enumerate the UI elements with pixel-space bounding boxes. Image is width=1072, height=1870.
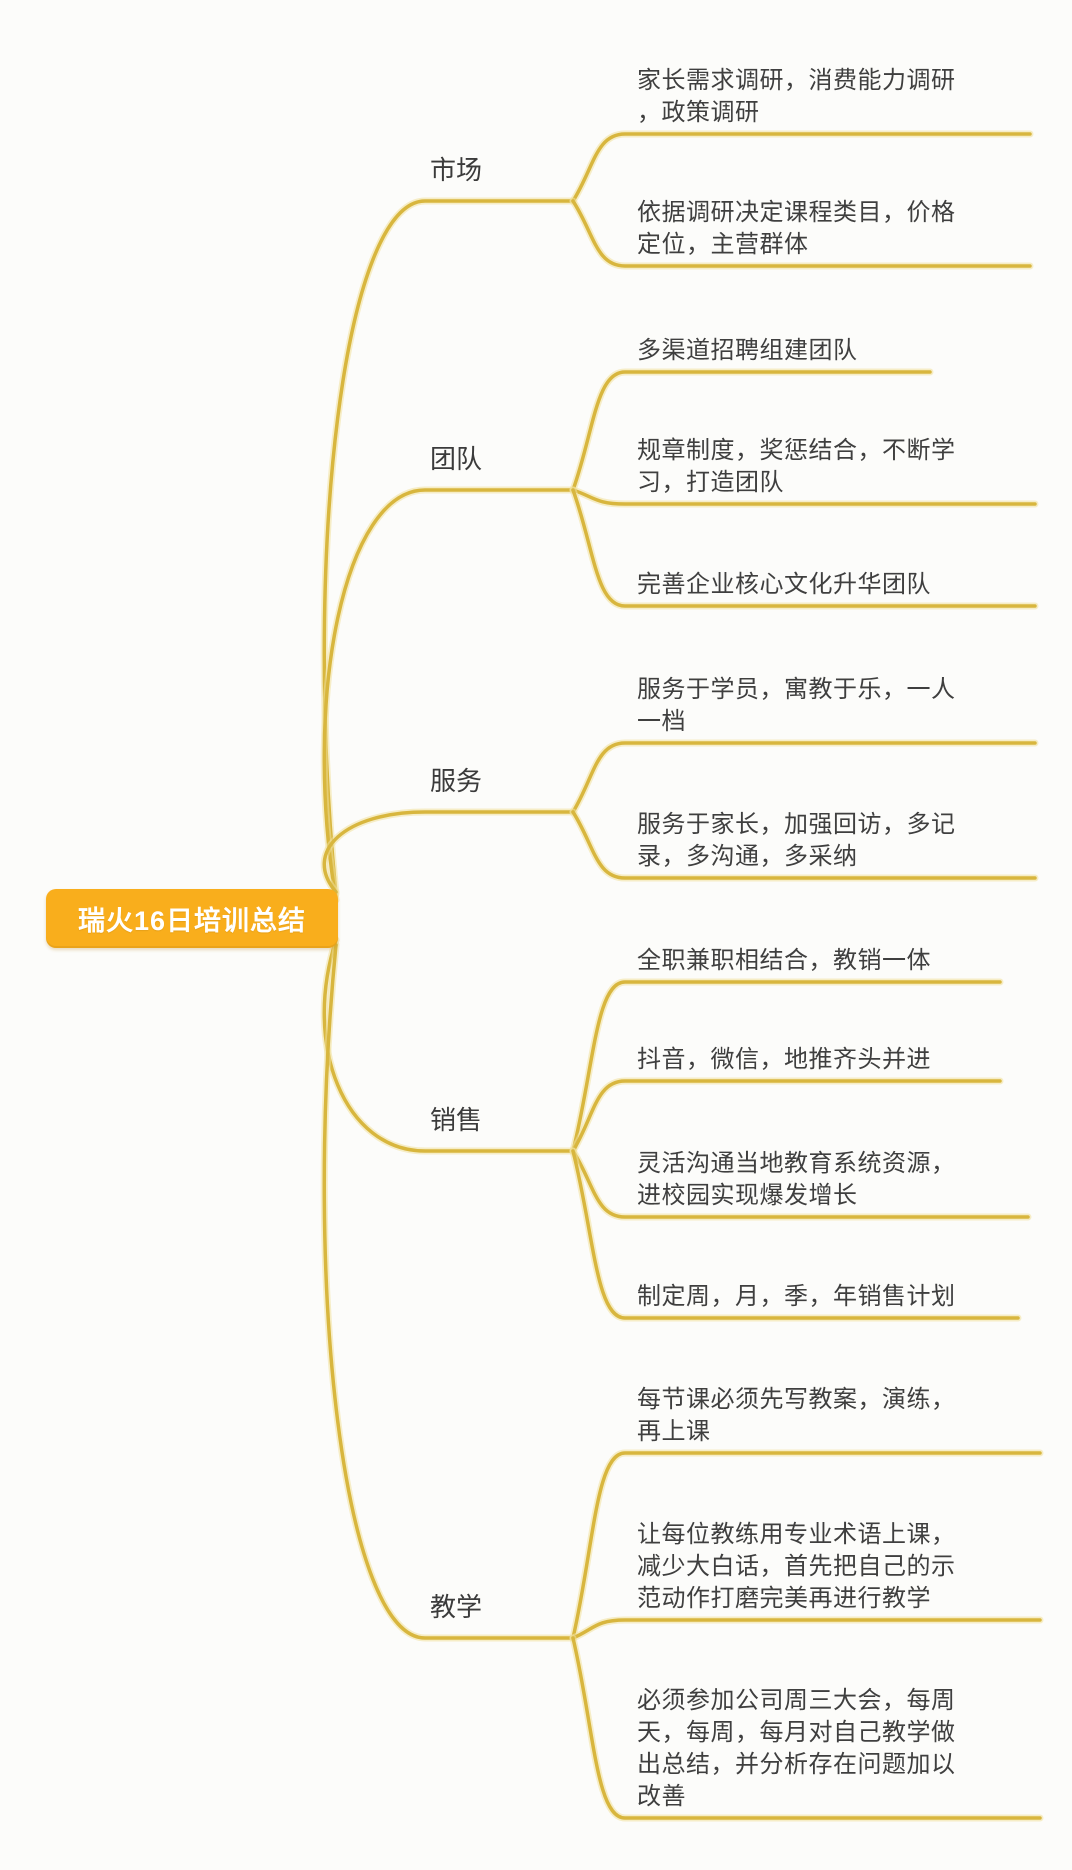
root-node-label: 瑞火16日培训总结 bbox=[77, 906, 307, 936]
leaf-node-market-1[interactable]: 家长需求调研，消费能力调研 ，政策调研 bbox=[637, 67, 956, 126]
leaf-line-team-2 bbox=[571, 488, 1037, 506]
leaf-line-service-2 bbox=[571, 810, 1037, 880]
branch-line-teaching bbox=[322, 943, 575, 1640]
branch-line-service bbox=[322, 810, 575, 894]
leaf-line-market-2 bbox=[571, 199, 1032, 268]
branch-line-team bbox=[322, 488, 575, 902]
leaf-node-team-3[interactable]: 完善企业核心文化升华团队 bbox=[637, 571, 931, 598]
leaf-line-service-1 bbox=[571, 741, 1037, 814]
leaf-line-sales-2 bbox=[571, 1079, 1002, 1153]
leaf-node-sales-2[interactable]: 抖音，微信，地推齐头并进 bbox=[637, 1046, 931, 1073]
leaf-node-service-2[interactable]: 服务于家长，加强回访，多记 录，多沟通，多采纳 bbox=[637, 811, 956, 870]
leaf-line-teaching-2 bbox=[571, 1618, 1042, 1640]
branch-line-team-halo bbox=[320, 486, 577, 904]
branch-line-sales bbox=[322, 938, 575, 1153]
leaf-line-sales-4 bbox=[571, 1149, 1020, 1320]
leaf-line-sales-1 bbox=[571, 980, 1002, 1153]
leaf-node-sales-3[interactable]: 灵活沟通当地教育系统资源， 进校园实现爆发增长 bbox=[637, 1150, 956, 1209]
root-node[interactable]: 瑞火16日培训总结 bbox=[46, 889, 338, 948]
leaf-line-team-1 bbox=[571, 370, 932, 492]
branch-label-sales[interactable]: 销售 bbox=[430, 1105, 483, 1135]
branch-label-service[interactable]: 服务 bbox=[430, 766, 483, 796]
leaf-line-sales-2-halo bbox=[569, 1077, 1004, 1155]
branch-label-team[interactable]: 团队 bbox=[430, 444, 483, 474]
leaf-node-market-2[interactable]: 依据调研决定课程类目，价格 定位，主营群体 bbox=[637, 199, 956, 258]
leaf-line-market-1 bbox=[571, 132, 1032, 203]
leaf-node-teaching-2[interactable]: 让每位教练用专业术语上课， 减少大白话，首先把自己的示 范动作打磨完美再进行教学 bbox=[637, 1521, 956, 1612]
leaf-line-teaching-1 bbox=[571, 1451, 1042, 1640]
leaf-line-sales-3 bbox=[571, 1149, 1030, 1219]
leaf-node-teaching-3[interactable]: 必须参加公司周三大会，每周 天，每周，每月对自己教学做 出总结，并分析存在问题加… bbox=[637, 1687, 956, 1810]
branch-label-market[interactable]: 市场 bbox=[430, 155, 483, 185]
leaf-node-sales-1[interactable]: 全职兼职相结合，教销一体 bbox=[637, 947, 931, 974]
leaf-node-team-1[interactable]: 多渠道招聘组建团队 bbox=[637, 337, 858, 364]
leaf-line-team-3 bbox=[571, 488, 1037, 608]
leaf-line-market-1-halo bbox=[569, 130, 1034, 205]
leaf-line-teaching-2-halo bbox=[569, 1616, 1044, 1642]
leaf-node-teaching-1[interactable]: 每节课必须先写教案，演练， 再上课 bbox=[637, 1386, 956, 1445]
leaf-node-service-1[interactable]: 服务于学员，寓教于乐，一人 一档 bbox=[637, 676, 956, 735]
branch-label-teaching[interactable]: 教学 bbox=[430, 1592, 483, 1622]
leaf-line-teaching-3 bbox=[571, 1636, 1042, 1820]
branch-line-teaching-halo bbox=[320, 941, 577, 1642]
leaf-line-service-1-halo bbox=[569, 739, 1039, 816]
leaf-node-team-2[interactable]: 规章制度，奖惩结合，不断学 习，打造团队 bbox=[637, 437, 956, 496]
leaf-node-sales-4[interactable]: 制定周，月，季，年销售计划 bbox=[637, 1283, 956, 1310]
